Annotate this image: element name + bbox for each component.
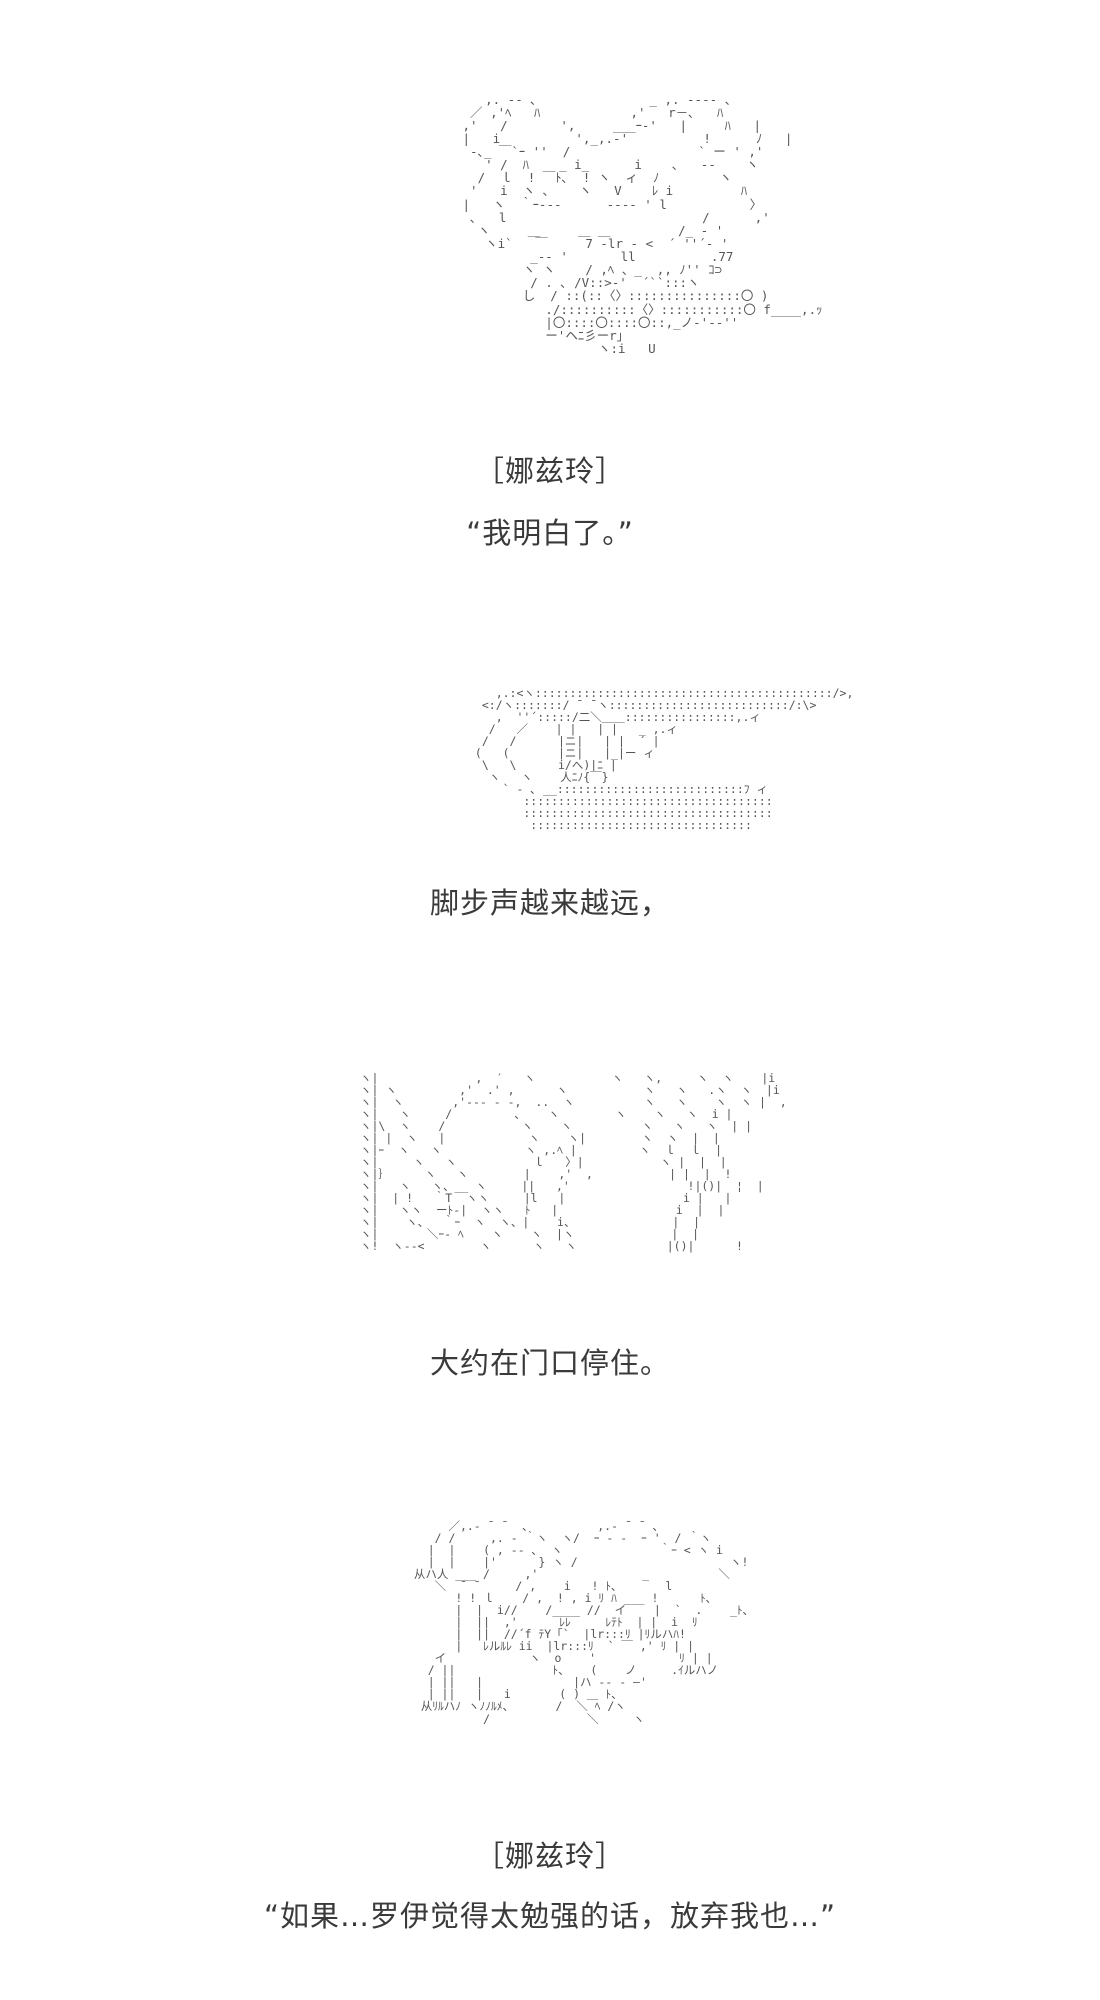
ascii-art-nazrin-sad: ／,.‐ ¯ ¯ ､ ,.‐ ¯ ¯ ､ / / ,. ‐ ｀ヽ ヽ/ ｰ - … xyxy=(413,1518,749,1726)
dialogue-line: “我明白了。” xyxy=(466,516,634,550)
narration-line: 脚步声越来越远， xyxy=(429,886,670,920)
ascii-art-nazrin-holding-plate: ,. -‐ ､ _ ,. ---- 、 ／ ,'ﾍ ﾊ ,' r－､ ﾊ ,' … xyxy=(462,91,823,356)
ascii-art-door-legs: ヽ| , ′ ヽ ヽ ヽ, ヽ ヽ |i ヽ| ヽ ,' .' , ヽ ヽ ヽ … xyxy=(360,1070,787,1254)
narration-line: 大约在门口停住。 xyxy=(429,1346,670,1380)
ascii-art-hooded-figure: ,.:<ヽ:::::::::::::::::::::::::::::::::::… xyxy=(474,685,854,833)
speaker-name: ［娜兹玲］ xyxy=(474,1839,625,1873)
speaker-name: ［娜兹玲］ xyxy=(474,454,625,488)
dialogue-line: “如果…罗伊觉得太勉强的话，放弃我也…” xyxy=(263,1899,837,1933)
